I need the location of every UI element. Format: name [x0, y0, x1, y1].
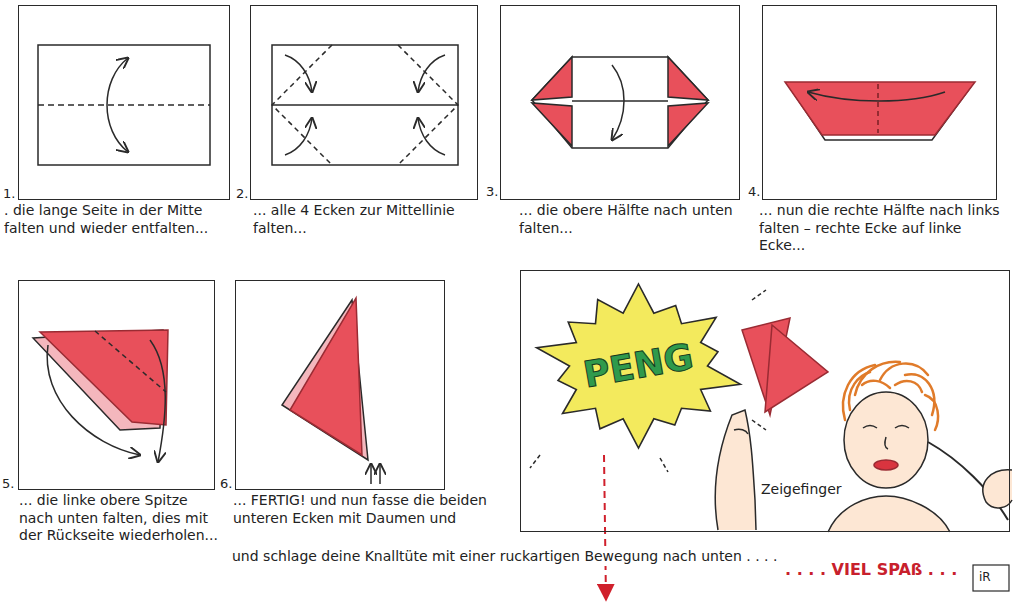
step6-paper [282, 298, 380, 484]
knalltuete-in-hand [765, 325, 828, 412]
step-number: 2. [236, 186, 248, 202]
step5-paper [47, 345, 140, 455]
step3-paper [532, 57, 708, 148]
step1-paper [38, 104, 210, 106]
step2-paper [418, 55, 445, 92]
step2-paper [285, 55, 312, 92]
knalltuete-in-hand [715, 318, 828, 530]
sound-burst: PENG [531, 281, 746, 451]
knalltuete-in-hand [734, 429, 748, 434]
step2-paper [398, 45, 458, 165]
girl-hair [862, 381, 890, 388]
step6-paper [290, 298, 362, 455]
step3-paper [532, 57, 572, 100]
step-caption: . die lange Seite in der Mitte falten un… [4, 202, 232, 237]
burst-rays [530, 455, 540, 468]
step-caption: ... alle 4 Ecken zur Mittellinie falten.… [253, 202, 485, 237]
step6-paper [370, 464, 372, 484]
step-number: 1. [3, 186, 15, 202]
step2-paper [272, 45, 458, 165]
step1-paper [107, 58, 128, 152]
panel-note: Zeigefinger [761, 481, 842, 498]
girl-face [885, 437, 888, 449]
girl-face [828, 392, 1012, 532]
girl-face [895, 426, 909, 429]
step3-paper [668, 103, 708, 146]
step-number: 4. [748, 184, 760, 200]
burst-rays [752, 420, 766, 430]
step4-paper [785, 82, 975, 135]
fall-arrow [604, 455, 606, 600]
step-number: 3. [486, 184, 498, 200]
instruction-note: und schlage deine Knalltüte mit einer ru… [232, 548, 780, 566]
step2-paper [272, 104, 458, 106]
girl-face [828, 496, 950, 532]
step-panel: ... die linke obere Spitze nach unten fa… [18, 280, 215, 490]
girl-hair [925, 395, 938, 430]
girl-hair [843, 362, 938, 430]
step3-paper [668, 57, 708, 100]
step1-paper [38, 45, 210, 165]
step-caption: ... die linke obere Spitze nach unten fa… [19, 492, 224, 545]
girl-face [874, 460, 898, 470]
burst-rays [752, 290, 766, 300]
step-caption: ... FERTIG! und nun fasse die beiden unt… [233, 492, 516, 527]
step3-paper [532, 103, 572, 146]
step2-paper [272, 45, 458, 165]
step2-paper [418, 118, 445, 155]
step3-paper [532, 57, 708, 148]
girl-face [844, 392, 928, 488]
fall-arrow [604, 455, 606, 600]
signature-box [973, 565, 1009, 591]
step1-paper [38, 45, 210, 165]
knalltuete-in-hand [715, 410, 756, 530]
girl-hair [843, 365, 875, 420]
step-panel: ... die obere Hälfte nach unten falten..… [500, 5, 740, 200]
signature-box [973, 565, 1009, 591]
step-number: 6. [220, 476, 232, 492]
signature: iR [979, 570, 991, 585]
step5-paper [150, 340, 165, 462]
step-caption: ... nun die rechte Hälfte nach links fal… [759, 202, 1009, 255]
step2-paper [285, 118, 312, 155]
step3-paper [612, 65, 624, 140]
step-panel: Zeigefinger PENG [520, 270, 1010, 532]
step-panel: . die lange Seite in der Mitte falten un… [18, 5, 230, 200]
step4-paper [877, 84, 879, 133]
step-panel: ... alle 4 Ecken zur Mittellinie falten.… [250, 5, 478, 200]
step-caption: ... die obere Hälfte nach unten falten..… [519, 202, 734, 237]
step-panel: ... FERTIG! und nun fasse die beiden unt… [235, 280, 445, 490]
step4-paper [808, 92, 945, 101]
step-panel: ... nun die rechte Hälfte nach links fal… [762, 5, 997, 200]
girl-face [983, 470, 1012, 508]
burst-outline [537, 284, 741, 448]
closing-note: . . . . VIEL SPAß . . . [785, 560, 957, 580]
girl-face [863, 426, 877, 429]
girl-hair [849, 372, 870, 410]
burst-rays [660, 458, 668, 472]
step3-paper [572, 100, 668, 102]
step-number: 5. [2, 476, 14, 492]
step6-paper [379, 464, 381, 484]
step5-paper [33, 330, 168, 462]
step5-paper [40, 330, 168, 425]
girl-hair [895, 381, 922, 392]
step5-paper [95, 331, 166, 392]
step2-paper [272, 45, 332, 165]
step4-paper [785, 82, 975, 140]
